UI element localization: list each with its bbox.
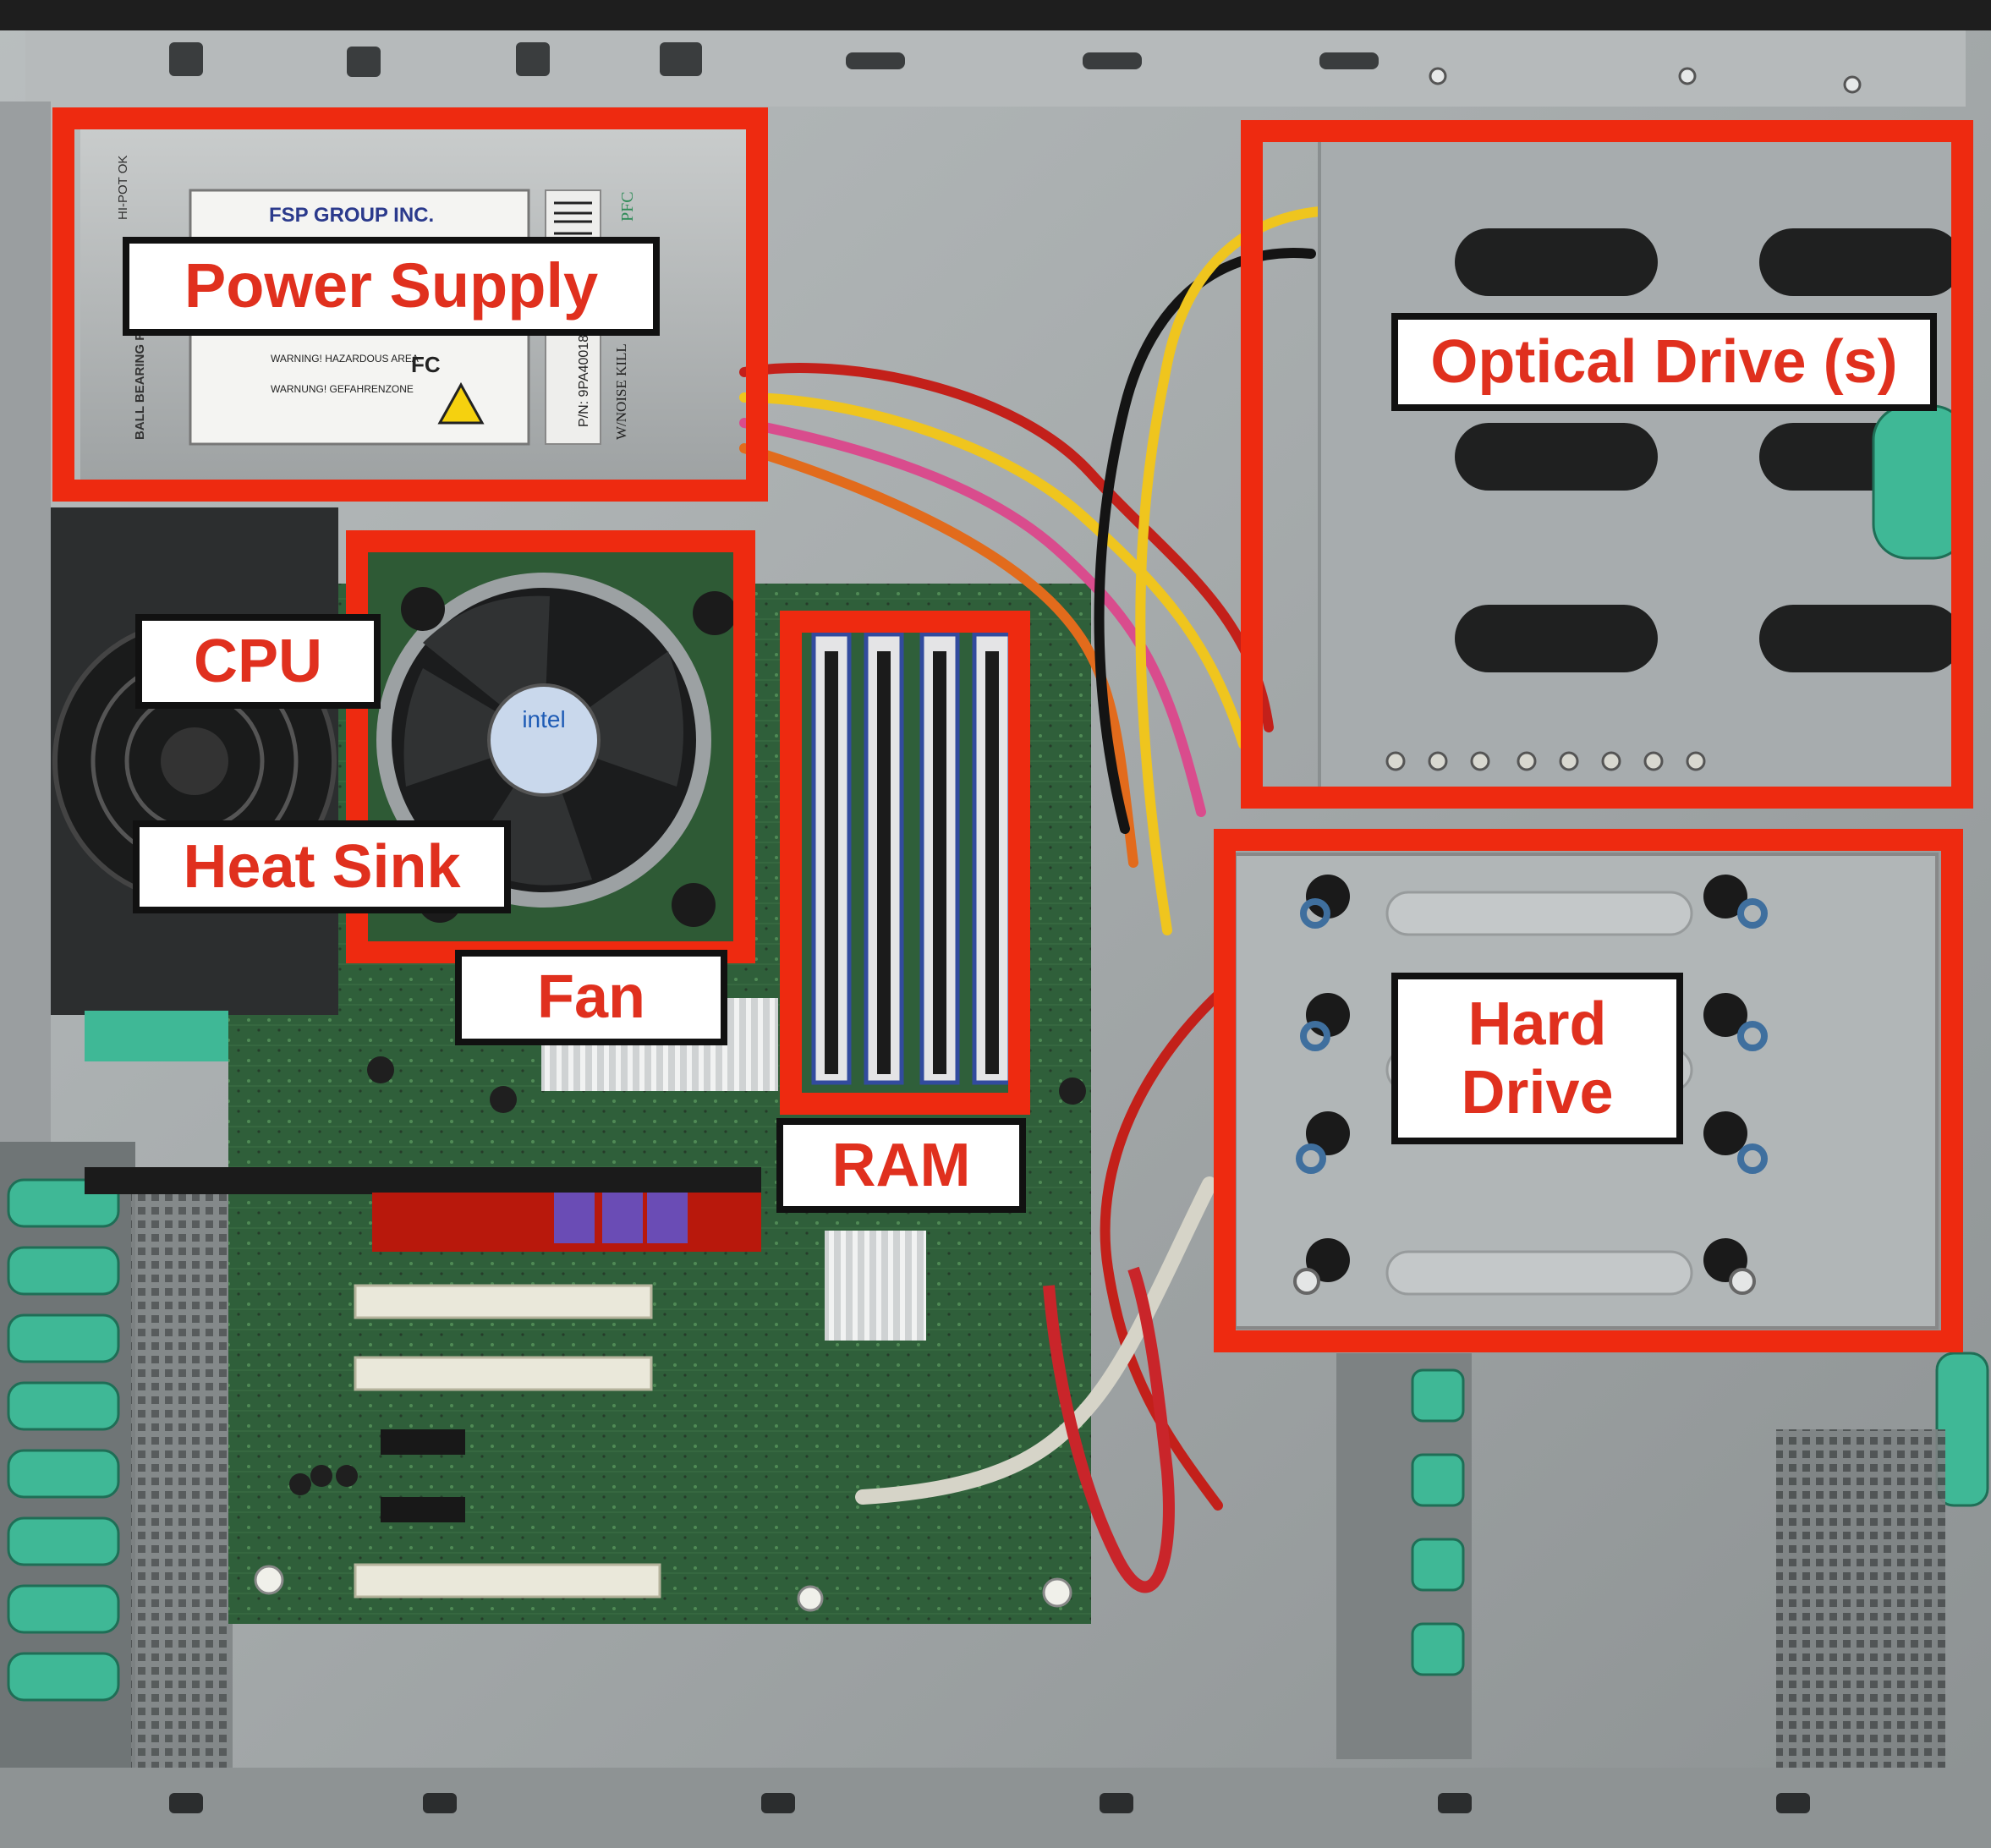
label-optical-drive: Optical Drive (s) bbox=[1391, 313, 1937, 411]
power-supply-highlight bbox=[52, 107, 768, 502]
label-cpu: CPU bbox=[135, 614, 381, 709]
psu-noise-text: W/NOISE KILL bbox=[613, 343, 629, 440]
psu-pfc-text: PFC bbox=[618, 191, 637, 222]
label-fan: Fan bbox=[455, 950, 727, 1045]
psu-high-voltage-icon bbox=[437, 381, 485, 425]
psu-part-number: P/N: 9PA4001811 bbox=[577, 321, 591, 427]
psu-fcc-logo: FC bbox=[411, 352, 441, 377]
intel-logo-text: intel bbox=[522, 706, 565, 732]
hard-drive-highlight bbox=[1214, 829, 1963, 1352]
psu-hipot-text: HI-POT OK bbox=[116, 156, 130, 220]
ram-highlight bbox=[780, 611, 1030, 1115]
label-heat-sink: Heat Sink bbox=[133, 820, 511, 913]
psu-side-text: BALL BEARING FAN bbox=[133, 315, 147, 440]
optical-drive-highlight bbox=[1241, 120, 1973, 809]
psu-warning-text-2: WARNUNG! GEFAHRENZONE bbox=[271, 383, 414, 395]
label-hard-drive: Hard Drive bbox=[1391, 973, 1683, 1144]
label-power-supply: Power Supply bbox=[123, 237, 660, 336]
psu-warning-text-1: WARNING! HAZARDOUS AREA bbox=[271, 353, 419, 365]
label-ram: RAM bbox=[776, 1118, 1026, 1213]
psu-brand-text: FSP GROUP INC. bbox=[269, 204, 434, 227]
